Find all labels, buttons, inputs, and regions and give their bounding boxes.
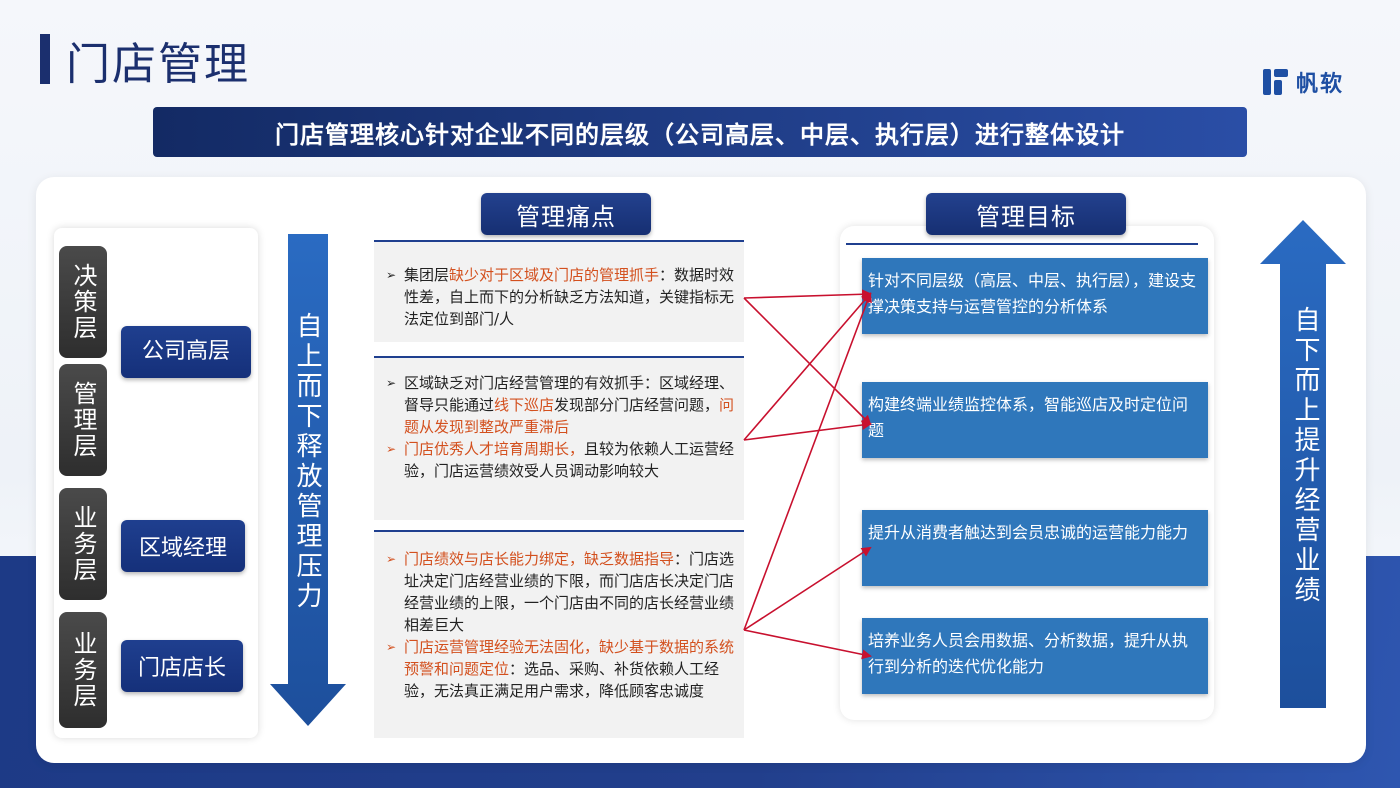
level-business-store: 业务层 (59, 612, 107, 728)
pain-box-regional: ➢ 区域缺乏对门店经营管理的有效抓手：区域经理、督导只能通过线下巡店发现部分门店… (374, 356, 744, 520)
goals-label: 管理目标 (926, 193, 1126, 235)
connector-line (743, 292, 872, 441)
pain-highlight: 门店绩效与店长能力绑定，缺乏数据指导 (404, 550, 675, 568)
goal-item: 构建终端业绩监控体系，智能巡店及时定位问题 (862, 382, 1208, 458)
title-accent-bar (40, 34, 50, 84)
page-title: 门店管理 (66, 39, 250, 90)
connector-line (743, 289, 872, 300)
down-arrow-text: 自上而下释放管理压力 (292, 312, 322, 612)
connector-line (743, 297, 872, 426)
pain-points-label: 管理痛点 (481, 193, 651, 235)
brand-logo: 帆软 (1262, 66, 1344, 98)
connector-line (743, 420, 872, 441)
pain-text: ：门店选址决定门店经营业绩的下限，而门店店长决定门店经营业绩的上限，一个门店由不… (404, 550, 735, 634)
pain-highlight: 门店优秀人才培育周期长， (404, 440, 585, 458)
pain-item: ➢ 门店运营管理经验无法固化，缺少基于数据的系统预警和问题定位：选品、采购、补货… (386, 636, 736, 702)
pain-item: ➢ 集团层缺少对于区域及门店的管理抓手：数据时效性差，自上而下的分析缺乏方法知道… (386, 264, 736, 330)
pain-box-group: ➢ 集团层缺少对于区域及门店的管理抓手：数据时效性差，自上而下的分析缺乏方法知道… (374, 240, 744, 342)
pain-text: 区域缺乏对门店经营管理的有效抓手：区域经理、督导只能通过 (404, 374, 735, 414)
pain-highlight: 缺少对于区域及门店的管理抓手 (449, 266, 660, 284)
pain-item: ➢ 门店优秀人才培育周期长，且较为依赖人工运营经验，门店运营绩效受人员调动影响较… (386, 438, 736, 482)
pain-item: ➢ 门店绩效与店长能力绑定，缺乏数据指导：门店选址决定门店经营业绩的下限，而门店… (386, 548, 736, 636)
pain-text: 且较为依赖人工运营经验，门店运营绩效受人员调动影响较大 (404, 440, 735, 480)
arrowhead-bullet-icon: ➢ (386, 640, 397, 654)
pain-highlight: 门店运营管理经验无法固化，缺少基于数据的系统预警和问题定位 (404, 638, 735, 678)
pain-text: 集团层 (404, 266, 450, 284)
down-arrow (270, 234, 346, 726)
up-arrow (1260, 220, 1346, 708)
goal-item: 提升从消费者触达到会员忠诚的运营能力能力 (862, 510, 1208, 586)
goal-item: 培养业务人员会用数据、分析数据，提升从执行到分析的迭代优化能力 (862, 618, 1208, 694)
role-executive: 公司高层 (121, 326, 251, 378)
pain-text: ：数据时效性差，自上而下的分析缺乏方法知道，关键指标无法定位到部门/人 (404, 266, 735, 328)
pain-highlight: 问题从发现到整改严重滞后 (404, 396, 735, 436)
arrowhead-bullet-icon: ➢ (386, 268, 397, 282)
pain-text: 发现部分门店经营问题， (554, 396, 720, 414)
pain-box-store: ➢ 门店绩效与店长能力绑定，缺乏数据指导：门店选址决定门店经营业绩的下限，而门店… (374, 530, 744, 738)
arrowhead-bullet-icon: ➢ (386, 376, 397, 390)
level-management: 管理层 (59, 364, 107, 476)
goals-divider (846, 243, 1198, 245)
arrowhead-bullet-icon: ➢ (386, 552, 397, 566)
level-decision: 决策层 (59, 246, 107, 358)
up-arrow-text: 自下而上提升经营业绩 (1290, 306, 1320, 606)
banner: 门店管理核心针对企业不同的层级（公司高层、中层、执行层）进行整体设计 (153, 107, 1247, 157)
connector-line (743, 292, 872, 631)
goal-item: 针对不同层级（高层、中层、执行层），建设支撑决策支持与运营管控的分析体系 (862, 258, 1208, 334)
fanruan-logo-icon (1263, 69, 1288, 95)
role-regional-manager: 区域经理 (121, 520, 245, 572)
pain-highlight: 线下巡店 (494, 396, 555, 414)
connector-line (743, 546, 872, 631)
level-business-regional: 业务层 (59, 488, 107, 600)
role-store-manager: 门店店长 (121, 640, 243, 692)
pain-item: ➢ 区域缺乏对门店经营管理的有效抓手：区域经理、督导只能通过线下巡店发现部分门店… (386, 372, 736, 438)
logo-text: 帆软 (1296, 72, 1345, 97)
arrowhead-bullet-icon: ➢ (386, 442, 397, 456)
connector-line (743, 629, 872, 660)
pain-text: ：选品、采购、补货依赖人工经验，无法真正满足用户需求，降低顾客忠诚度 (404, 660, 720, 700)
